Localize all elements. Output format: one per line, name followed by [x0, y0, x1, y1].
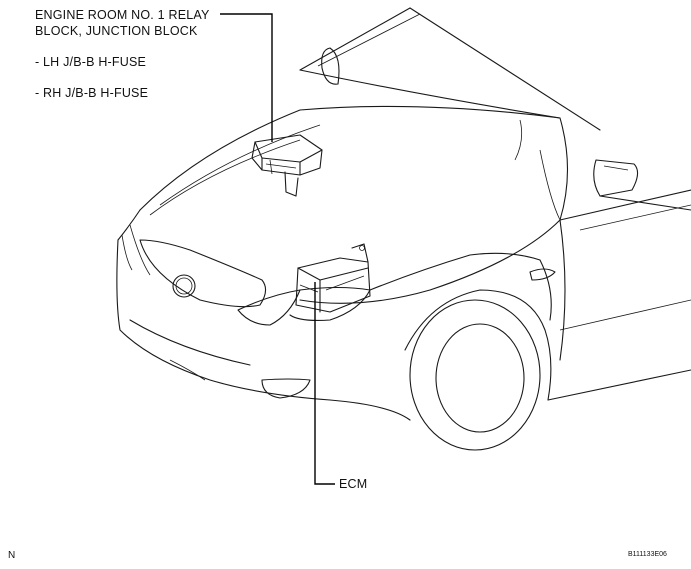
leader-ecm	[314, 282, 335, 485]
label-relay-block-line1: ENGINE ROOM NO. 1 RELAY	[35, 8, 210, 22]
hood-outline	[139, 105, 568, 304]
emblem	[172, 274, 196, 298]
windshield-outline	[299, 7, 411, 71]
door-front-edge	[559, 219, 566, 361]
wheel	[409, 299, 541, 451]
lower-bumper-edge	[329, 399, 411, 421]
fog-lamp	[261, 378, 311, 399]
leader-relay-block	[220, 13, 273, 142]
wheel-rim	[435, 323, 525, 433]
mirror-reflection	[321, 47, 340, 85]
relay-junction-block	[251, 134, 323, 197]
front-bumper	[116, 239, 331, 401]
side-mirror	[593, 159, 639, 197]
a-pillar	[409, 7, 601, 131]
figure-code: B111133E06	[628, 551, 667, 558]
footer-left-mark: N	[8, 550, 16, 561]
label-ecm: ECM	[339, 477, 368, 491]
headlight	[237, 289, 301, 326]
front-fender	[369, 252, 552, 321]
label-lh-fuse: - LH J/B-B H-FUSE	[35, 55, 147, 69]
ecm-unit	[295, 243, 371, 313]
windshield-lower-edge	[299, 69, 561, 119]
grille-outline	[139, 239, 267, 308]
body-side-line	[559, 189, 691, 221]
side-marker	[529, 268, 556, 281]
label-relay-block-line2: BLOCK, JUNCTION BLOCK	[35, 24, 198, 38]
label-rh-fuse: - RH J/B-B H-FUSE	[35, 86, 149, 100]
wheel-arch	[404, 289, 552, 401]
rocker-line	[547, 369, 691, 401]
